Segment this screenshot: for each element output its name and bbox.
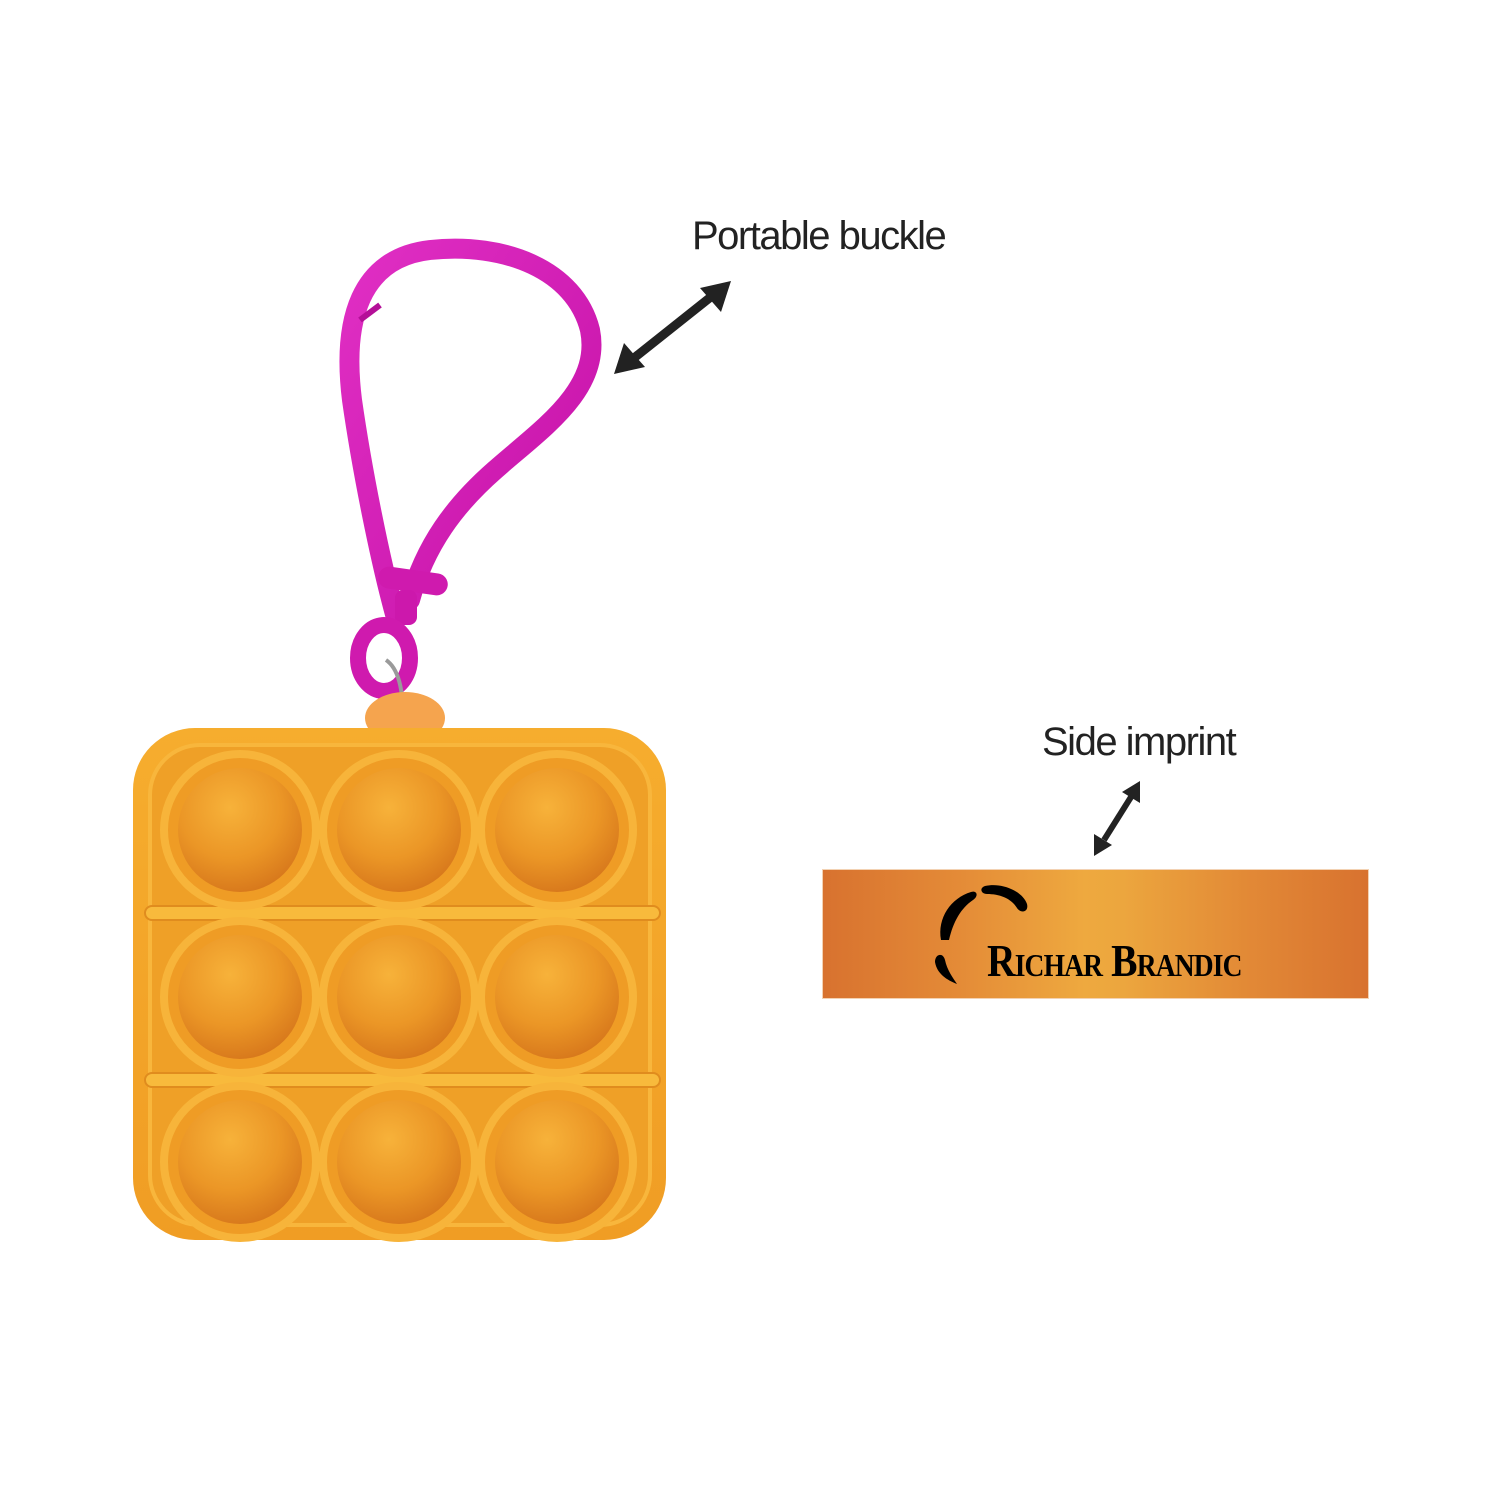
side-imprint-panel: Richar Brandic xyxy=(823,870,1368,998)
bubble-grid xyxy=(160,750,637,1242)
portable-buckle-label: Portable buckle xyxy=(692,214,947,258)
bubble[interactable] xyxy=(477,1082,637,1242)
bubble[interactable] xyxy=(160,1082,320,1242)
bubble[interactable] xyxy=(319,750,479,910)
bubble[interactable] xyxy=(319,917,479,1077)
bubble[interactable] xyxy=(477,917,637,1077)
side-imprint-label: Side imprint xyxy=(1042,720,1237,764)
bubble[interactable] xyxy=(477,750,637,910)
bubble[interactable] xyxy=(160,917,320,1077)
buckle-clip xyxy=(339,238,602,744)
brand-swoosh-logo-icon xyxy=(935,885,1028,984)
bubble[interactable] xyxy=(319,1082,479,1242)
brand-logo-text: Richar Brandic xyxy=(987,935,1242,986)
bubble[interactable] xyxy=(160,750,320,910)
